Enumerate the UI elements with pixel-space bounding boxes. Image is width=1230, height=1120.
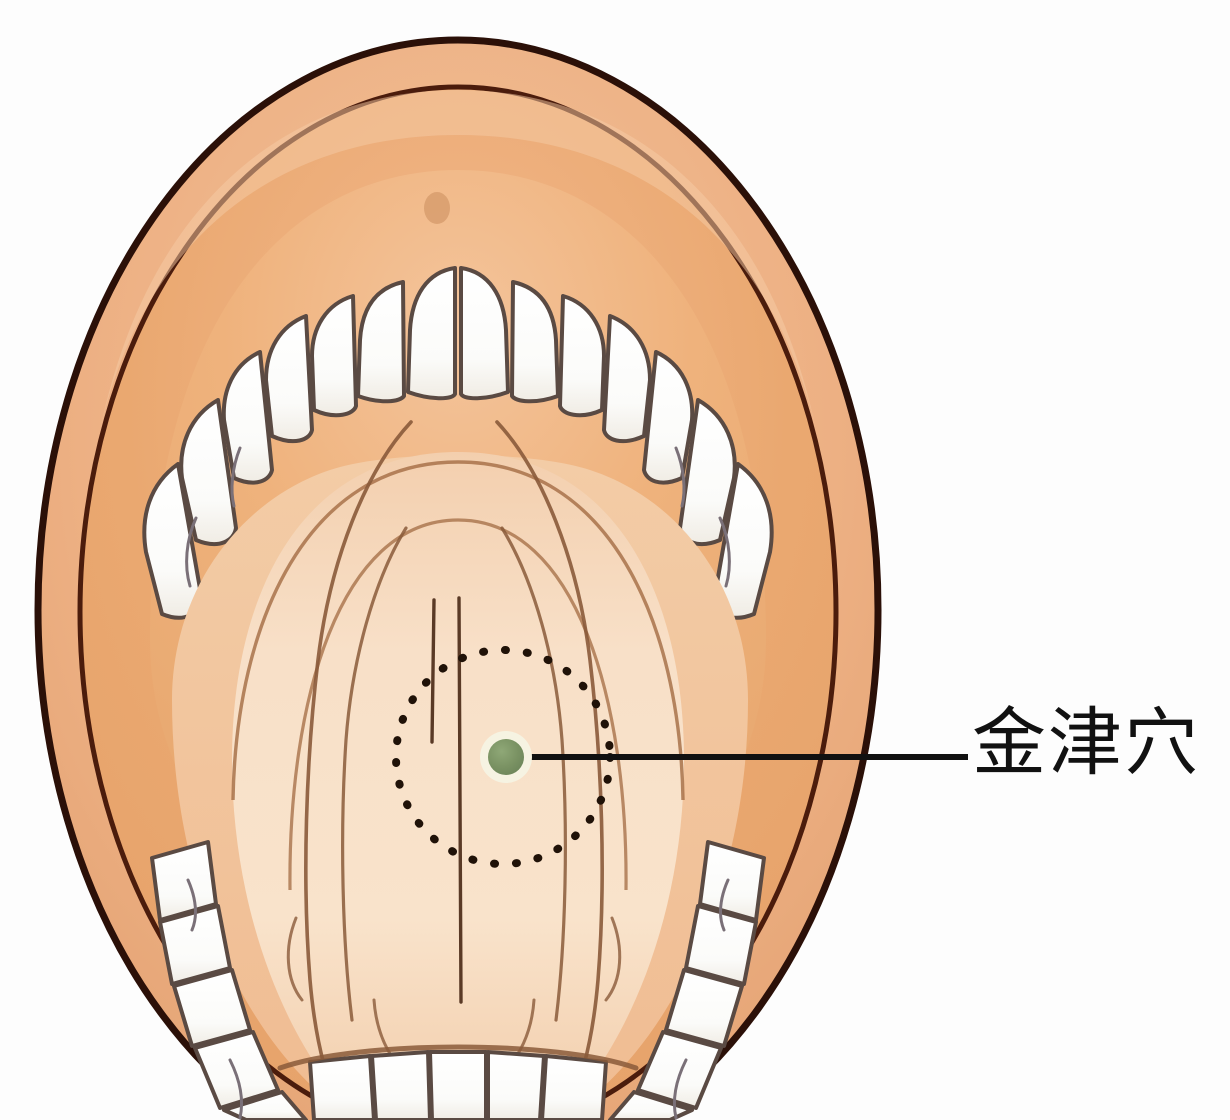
tooth-lower bbox=[540, 1054, 608, 1120]
tooth-lower bbox=[698, 840, 766, 922]
tooth-crease bbox=[230, 446, 242, 508]
tooth-crease bbox=[718, 516, 731, 588]
tongue-underside bbox=[232, 452, 684, 1120]
tooth-lower bbox=[308, 1054, 376, 1120]
tooth-lower bbox=[664, 968, 744, 1048]
lower-teeth-arc bbox=[150, 840, 766, 1120]
tooth-crease bbox=[719, 878, 730, 932]
tooth-lower bbox=[428, 1050, 488, 1120]
sublingual-veins bbox=[286, 420, 622, 1120]
lingual-frenulum bbox=[430, 596, 463, 1004]
tooth-lower bbox=[608, 1090, 694, 1120]
acupoint-label: 金津穴 bbox=[972, 700, 1200, 786]
tooth-upper bbox=[356, 280, 406, 404]
tooth-upper bbox=[310, 294, 358, 418]
tooth-crease bbox=[185, 516, 198, 588]
lower-gum-line bbox=[277, 1044, 639, 1071]
tongue-contour-outer bbox=[231, 460, 685, 801]
tooth-lower bbox=[193, 1030, 280, 1110]
tongue-contour-mid bbox=[288, 518, 628, 891]
tooth-upper bbox=[642, 350, 695, 485]
vein-line bbox=[604, 916, 622, 1002]
palate-dimple bbox=[424, 192, 450, 224]
tooth-crease bbox=[674, 446, 686, 508]
tooth-lower bbox=[370, 1050, 432, 1120]
vein-line bbox=[500, 526, 567, 1022]
tooth-lower bbox=[636, 1030, 723, 1110]
vein-line bbox=[495, 420, 604, 1120]
tooth-upper bbox=[558, 294, 606, 418]
tooth-lower bbox=[172, 968, 252, 1048]
vein-line bbox=[286, 916, 304, 1002]
vein-line bbox=[304, 420, 413, 1120]
frenulum-line bbox=[457, 596, 463, 1004]
tooth-upper bbox=[602, 314, 652, 444]
tooth-crease bbox=[186, 878, 197, 932]
tooth-upper bbox=[406, 266, 457, 401]
upper-teeth-arc bbox=[142, 266, 774, 620]
upper-lip-highlight bbox=[100, 90, 816, 430]
acupoint-marker[interactable] bbox=[488, 739, 524, 775]
tooth-lower bbox=[150, 840, 218, 922]
vein-line bbox=[341, 526, 408, 1022]
frenulum-line bbox=[430, 598, 436, 744]
tooth-lower bbox=[486, 1050, 546, 1120]
tooth-lower bbox=[222, 1090, 308, 1120]
tooth-upper bbox=[510, 280, 560, 404]
tooth-crease bbox=[228, 1058, 244, 1120]
tooth-upper bbox=[221, 350, 274, 485]
tooth-upper bbox=[264, 314, 314, 444]
tooth-lower bbox=[684, 904, 758, 986]
tooth-upper bbox=[459, 266, 510, 401]
tooth-crease bbox=[672, 1058, 688, 1120]
tooth-lower bbox=[158, 904, 232, 986]
